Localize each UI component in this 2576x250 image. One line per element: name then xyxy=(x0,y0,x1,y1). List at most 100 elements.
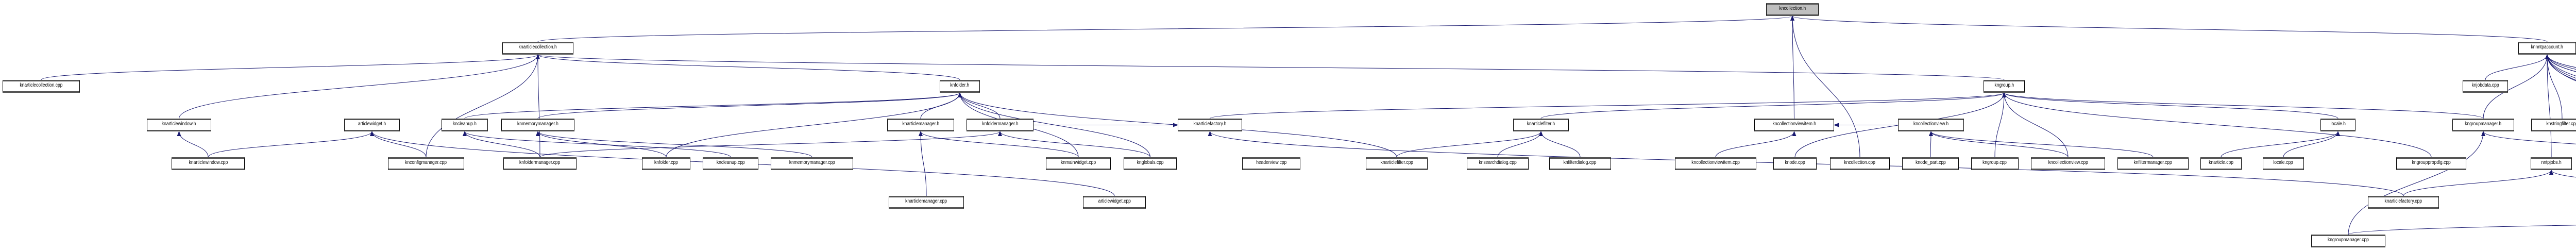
edge xyxy=(2545,54,2576,79)
node-label: kncollection.cpp xyxy=(1844,160,1876,165)
node-label: knarticlecollection.h xyxy=(518,44,557,50)
graph-node-knconfigmanager-cpp[interactable]: knconfigmanager.cpp xyxy=(388,157,464,170)
edge xyxy=(1929,131,2154,158)
graph-node-kncollectionviewitem-h[interactable]: kncollectionviewitem.h xyxy=(1754,119,1834,131)
edge xyxy=(1539,131,1581,158)
graph-node-knmainwidget-cpp[interactable]: knmainwidget.cpp xyxy=(1046,157,1111,170)
graph-node-locale-h[interactable]: locale.h xyxy=(2320,119,2355,131)
edge xyxy=(2348,131,2485,235)
graph-node-knarticlewindow-cpp[interactable]: knarticlewindow.cpp xyxy=(172,157,245,170)
node-label: knstringfilter.cpp xyxy=(2546,121,2576,127)
graph-node-knarticlemanager-cpp[interactable]: knarticlemanager.cpp xyxy=(889,196,964,209)
graph-node-knstringfilter-cpp[interactable]: knstringfilter.cpp xyxy=(2531,119,2576,131)
node-label: knarticlecollection.cpp xyxy=(20,82,63,88)
graph-node-knglobals-cpp[interactable]: knglobals.cpp xyxy=(1124,157,1177,170)
graph-node-knfolder-cpp[interactable]: knfolder.cpp xyxy=(642,157,690,170)
graph-node-kncleanup-cpp[interactable]: kncleanup.cpp xyxy=(703,157,758,170)
graph-node-kncollectionview-h[interactable]: kncollectionview.h xyxy=(1898,119,1964,131)
node-label: knfoldermanager.h xyxy=(981,121,1019,127)
edge xyxy=(919,131,927,196)
node-label: knarticlefilter.cpp xyxy=(1380,160,1413,165)
graph-node-knjobdata-cpp[interactable]: knjobdata.cpp xyxy=(2463,80,2508,93)
graph-node-kngroupmanager-h[interactable]: kngroupmanager.h xyxy=(2452,119,2514,131)
node-label: knarticle.cpp xyxy=(2209,160,2233,165)
edge xyxy=(2545,54,2576,68)
graph-node-kncollection-cpp[interactable]: kncollection.cpp xyxy=(1830,157,1890,170)
graph-node-kncollection-h[interactable]: kncollection.h xyxy=(1766,3,1819,16)
graph-node-knarticlefilter-h[interactable]: knarticlefilter.h xyxy=(1513,119,1569,131)
node-label: kngroupmanager.cpp xyxy=(2328,237,2369,243)
node-label: knfolder.h xyxy=(950,82,970,88)
graph-node-knarticlecollection-cpp[interactable]: knarticlecollection.cpp xyxy=(3,80,80,93)
edge xyxy=(2483,54,2549,119)
node-label: knarticlemanager.cpp xyxy=(905,198,947,204)
node-label: knnntpaccount.h xyxy=(2531,44,2564,50)
edge xyxy=(1928,131,1933,158)
node-label: nntpjobs.h xyxy=(2541,160,2562,165)
graph-node-articlewidget-h[interactable]: articlewidget.h xyxy=(344,119,400,131)
graph-node-knarticlemanager-h[interactable]: knarticlemanager.h xyxy=(887,119,954,131)
node-label: kngroupmanager.h xyxy=(2465,121,2502,127)
graph-node-nntpjobs-h[interactable]: nntpjobs.h xyxy=(2531,157,2572,170)
node-label: knarticlewindow.h xyxy=(162,121,196,127)
node-label: kncollectionview.h xyxy=(1913,121,1949,127)
graph-node-kncleanup-h[interactable]: kncleanup.h xyxy=(442,119,488,131)
graph-node-knfilterdialog-cpp[interactable]: knfilterdialog.cpp xyxy=(1549,157,1611,170)
edge xyxy=(463,131,540,158)
graph-node-knsearchdialog-cpp[interactable]: knsearchdialog.cpp xyxy=(1467,157,1529,170)
edge xyxy=(1210,92,2006,119)
edge xyxy=(426,54,540,158)
node-label: knmainwidget.cpp xyxy=(1060,160,1096,165)
graph-node-knnntpaccount-h[interactable]: knnntpaccount.h xyxy=(2518,42,2576,55)
graph-node-kncollectionviewitem-cpp[interactable]: kncollectionviewitem.cpp xyxy=(1675,157,1756,170)
edge xyxy=(1994,92,2006,158)
edge xyxy=(958,92,1001,119)
node-label: kncleanup.cpp xyxy=(716,160,745,165)
edge xyxy=(370,131,427,158)
graph-node-knmemorymanager-h[interactable]: knmemorymanager.h xyxy=(501,119,574,131)
graph-node-knarticlefilter-cpp[interactable]: knarticlefilter.cpp xyxy=(1366,157,1428,170)
graph-node-knfolder-h[interactable]: knfolder.h xyxy=(940,80,980,93)
graph-node-kngroup-h[interactable]: kngroup.h xyxy=(1984,80,2025,93)
edge xyxy=(2002,92,2069,158)
node-label: knfilterdialog.cpp xyxy=(1564,160,1597,165)
node-label: kncollectionviewitem.h xyxy=(1772,121,1816,127)
graph-node-knfiltermanager-cpp[interactable]: knfiltermanager.cpp xyxy=(2117,157,2189,170)
graph-node-locale-cpp[interactable]: locale.cpp xyxy=(2263,157,2304,170)
graph-node-knfoldermanager-cpp[interactable]: knfoldermanager.cpp xyxy=(503,157,577,170)
edge xyxy=(1540,92,2006,119)
node-label: knconfigmanager.cpp xyxy=(405,160,447,165)
edge xyxy=(537,92,962,119)
node-label: locale.h xyxy=(2330,121,2346,127)
graph-node-kngroup-cpp[interactable]: kngroup.cpp xyxy=(1971,157,2019,170)
graph-node-knfoldermanager-h[interactable]: knfoldermanager.h xyxy=(967,119,1033,131)
edge xyxy=(1790,15,1795,119)
graph-node-headerview-cpp[interactable]: headerview.cpp xyxy=(1242,157,1300,170)
graph-node-knarticlecollection-h[interactable]: knarticlecollection.h xyxy=(502,42,573,55)
edge xyxy=(464,92,962,119)
node-label: kncollectionviewitem.cpp xyxy=(1691,160,1740,165)
edge xyxy=(2002,92,2432,158)
edge xyxy=(666,92,962,158)
edge xyxy=(2403,170,2553,196)
graph-node-knmemorymanager-cpp[interactable]: knmemorymanager.cpp xyxy=(771,157,853,170)
graph-node-knarticlefactory-h[interactable]: knarticlefactory.h xyxy=(1178,119,1242,131)
edge xyxy=(1929,131,2069,158)
edge xyxy=(463,131,731,158)
edge xyxy=(2002,92,2338,119)
graph-node-knode-part-cpp[interactable]: knode_part.cpp xyxy=(1902,157,1959,170)
graph-node-knarticlewindow-h[interactable]: knarticlewindow.h xyxy=(147,119,211,131)
edge xyxy=(208,131,374,158)
edge xyxy=(2545,54,2563,119)
edge xyxy=(2545,54,2552,158)
graph-node-kngroupmanager-cpp[interactable]: kngroupmanager.cpp xyxy=(2311,235,2385,247)
node-label: headerview.cpp xyxy=(1256,160,1287,165)
graph-node-kngrouppropdlg-cpp[interactable]: kngrouppropdlg.cpp xyxy=(2396,157,2466,170)
node-label: knarticlemanager.h xyxy=(902,121,939,127)
graph-node-knode-cpp[interactable]: knode.cpp xyxy=(1773,157,1817,170)
graph-node-articlewidget-cpp[interactable]: articlewidget.cpp xyxy=(1083,196,1146,209)
graph-node-knarticle-cpp[interactable]: knarticle.cpp xyxy=(2200,157,2242,170)
graph-node-kncollectionview-cpp[interactable]: kncollectionview.cpp xyxy=(2031,157,2105,170)
graph-node-knarticlefactory-cpp[interactable]: knarticlefactory.cpp xyxy=(2368,196,2439,209)
edge xyxy=(2545,54,2576,81)
